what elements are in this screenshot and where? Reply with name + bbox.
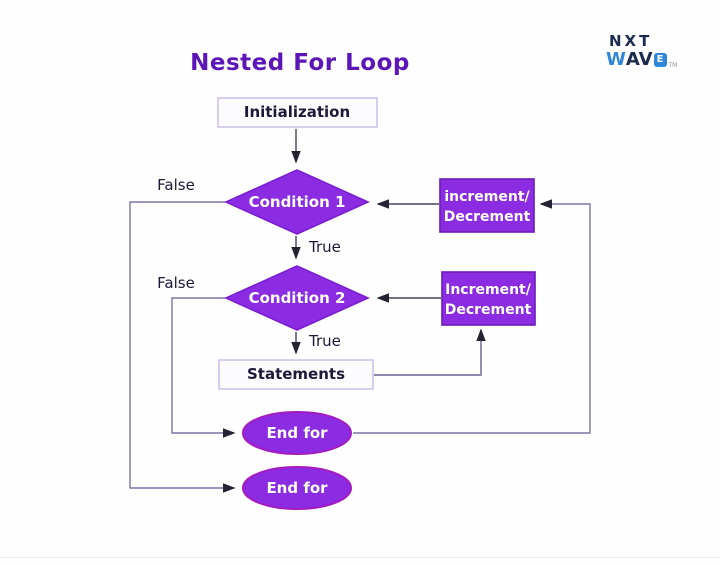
logo-letters-av: AV (625, 49, 653, 70)
statements-label: Statements (247, 365, 345, 383)
incdec-inner-node (441, 271, 536, 326)
incdec-inner-label-line1: Increment/ (445, 282, 532, 298)
edge-endfor-inner-to-incdec-outer (353, 199, 591, 434)
incdec-outer-label-line2: Decrement (444, 209, 531, 225)
edge-condition1-false-to-endfor-outer (129, 201, 236, 493)
endfor-outer-node (242, 466, 352, 510)
condition2-diamond (224, 265, 370, 331)
endfor-inner-label: End for (266, 424, 328, 442)
edge-condition2-false-to-endfor-inner (171, 297, 236, 438)
true-label-outer: True (308, 238, 341, 256)
logo-letter-e-badge: E (653, 53, 667, 67)
condition1-label: Condition 1 (249, 193, 346, 211)
endfor-inner-node (242, 411, 352, 455)
initialization-label: Initialization (244, 103, 350, 121)
logo-text-nxt: NXT (609, 32, 653, 50)
condition2-label: Condition 2 (249, 289, 346, 307)
edge-statements-to-incdec-inner (374, 328, 486, 376)
incdec-outer-node (439, 178, 535, 233)
initialization-node (217, 97, 378, 128)
endfor-outer-label: End for (266, 479, 328, 497)
incdec-inner-label-line2: Decrement (445, 302, 532, 318)
statements-node (218, 359, 374, 390)
bottom-divider (0, 557, 720, 558)
trademark-symbol: TM (668, 62, 678, 69)
page-title: Nested For Loop (190, 50, 410, 76)
true-label-inner: True (308, 332, 341, 350)
false-label-inner: False (157, 274, 195, 292)
logo-letter-w: W (606, 49, 626, 70)
false-label-outer: False (157, 176, 195, 194)
incdec-outer-label-line1: increment/ (444, 189, 530, 205)
condition1-diamond (224, 169, 370, 235)
